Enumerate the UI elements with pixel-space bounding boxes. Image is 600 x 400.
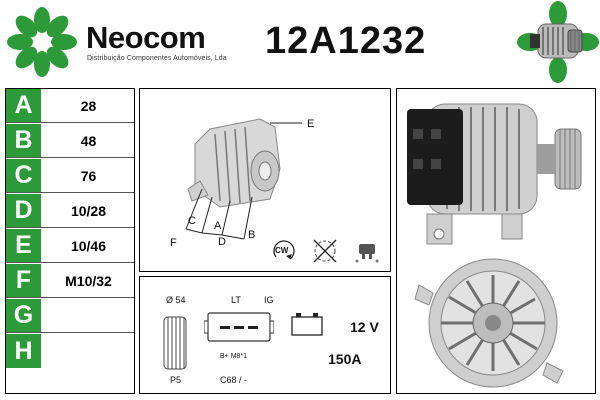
dimension-letter: D bbox=[6, 194, 42, 227]
dimension-letter: E bbox=[6, 229, 42, 262]
dimension-letter: G bbox=[6, 299, 42, 332]
dimension-row-c: C 76 bbox=[6, 159, 134, 193]
fan-crossed-icon bbox=[313, 239, 337, 263]
diagram-label-e: E bbox=[307, 118, 315, 130]
terminal-ig: IG bbox=[264, 295, 274, 305]
diagram-label-b: B bbox=[248, 229, 256, 241]
dimension-row-b: B 48 bbox=[6, 124, 134, 158]
pulley-type: P5 bbox=[170, 375, 182, 385]
alternator-photo-panel bbox=[396, 88, 596, 394]
dimension-value: M10/32 bbox=[65, 272, 112, 289]
dimension-row-h: H bbox=[6, 334, 134, 368]
dimension-row-e: E 10/46 bbox=[6, 229, 134, 263]
diagram-label-d: D bbox=[218, 236, 226, 248]
dimension-diagram-panel: E C A B D F CW bbox=[139, 88, 391, 272]
dimension-letter: B bbox=[6, 124, 42, 157]
dimension-row-a: A 28 bbox=[6, 89, 134, 123]
dimension-letter: H bbox=[6, 334, 42, 368]
brand-subtitle: Distribuição Componentes Automóveis, Lda bbox=[87, 55, 227, 62]
dimension-value bbox=[43, 334, 134, 368]
dimension-row-g: G bbox=[6, 299, 134, 333]
dimension-row-d: D 10/28 bbox=[6, 194, 134, 228]
dimension-letter: C bbox=[6, 159, 42, 192]
rotation-label: CW bbox=[275, 246, 289, 255]
dimension-letter: A bbox=[6, 89, 42, 122]
dimension-row-f: F M10/32 bbox=[6, 264, 134, 298]
rotation-arrow-icon bbox=[273, 240, 295, 260]
alternator-thumbnail bbox=[517, 1, 599, 83]
dimension-value bbox=[43, 299, 134, 332]
diagram-label-f: F bbox=[170, 237, 177, 249]
dimension-value: 28 bbox=[80, 97, 97, 114]
connector-plug-drawing bbox=[204, 312, 274, 342]
alternator-side-photo bbox=[407, 103, 582, 245]
voltage: 12 V bbox=[350, 319, 379, 335]
part-number: 12A1232 bbox=[265, 20, 427, 62]
terminal-lt: LT bbox=[231, 295, 241, 305]
dimension-value: 10/28 bbox=[70, 202, 107, 219]
dimension-value: 48 bbox=[80, 132, 97, 149]
amperage: 150A bbox=[328, 351, 362, 367]
electrical-spec-panel: Ø 54 P5 LT IG B+ M8*1 C68 / - 12 V 150A bbox=[139, 276, 391, 394]
dimension-letter: F bbox=[6, 264, 42, 297]
battery-icon bbox=[291, 313, 323, 336]
terminal-bottom: B+ M8*1 bbox=[220, 353, 248, 360]
alternator-front-photo bbox=[414, 258, 564, 388]
diagram-label-c: C bbox=[188, 215, 196, 227]
alternator-outline-drawing bbox=[185, 118, 302, 240]
plug-connector-icon bbox=[355, 244, 379, 263]
diagram-label-a: A bbox=[214, 220, 222, 232]
dimension-value: 76 bbox=[80, 167, 97, 184]
brand-name: Neocom bbox=[86, 20, 206, 55]
pulley-side-drawing bbox=[163, 316, 187, 370]
neocom-logo bbox=[7, 7, 77, 77]
pulley-diameter: Ø 54 bbox=[166, 295, 186, 305]
connector-code: C68 / - bbox=[220, 375, 248, 385]
dimension-value: 10/46 bbox=[70, 237, 107, 254]
dimensions-table: A 28 B 48 C 76 D 10/28 E 10/46 F M10/32 … bbox=[5, 88, 135, 394]
